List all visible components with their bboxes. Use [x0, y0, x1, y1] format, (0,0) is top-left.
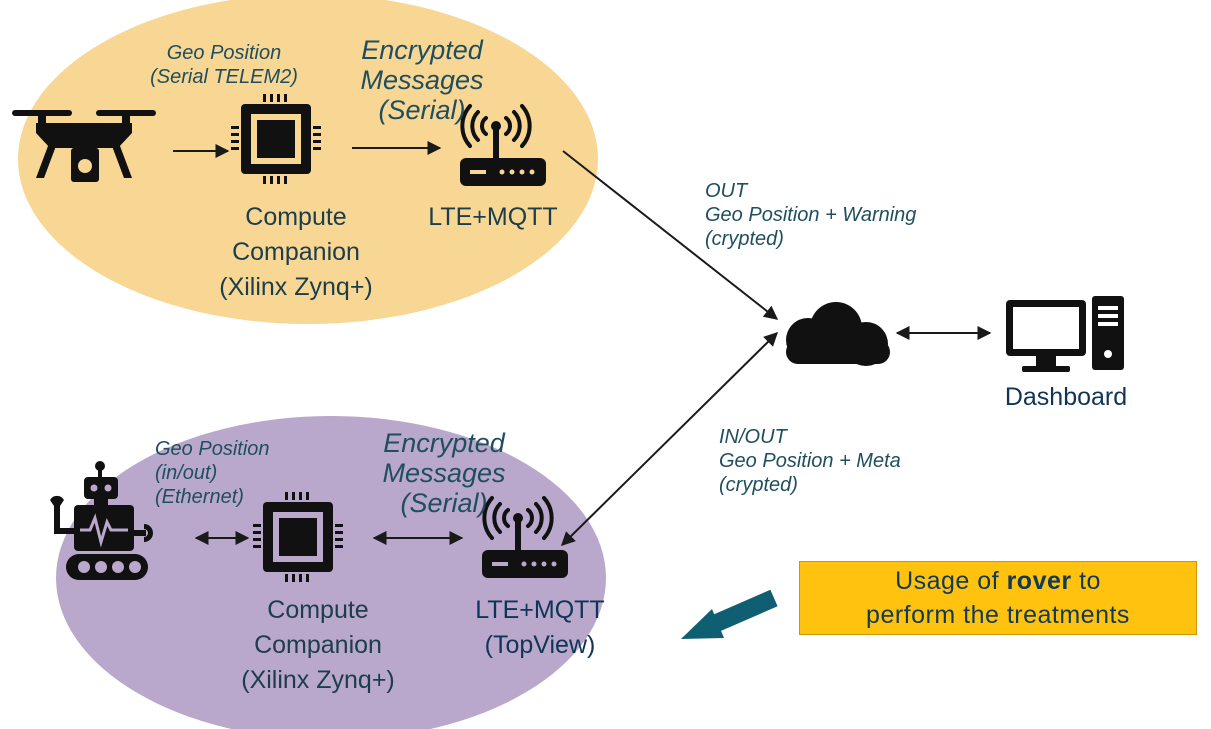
- bottom-geo-position-label: Geo Position (in/out) (Ethernet): [155, 437, 270, 509]
- top-encrypted-line-2: Messages: [360, 65, 484, 95]
- top-lte-line-1: LTE+MQTT: [428, 203, 558, 231]
- rover-system-ellipse: [56, 416, 606, 729]
- top-companion-line-2: Companion: [232, 238, 360, 266]
- computer-icon: [1006, 296, 1124, 372]
- top-companion-line-1: Compute: [245, 203, 347, 231]
- top-encrypted-label: Encrypted Messages (Serial): [360, 35, 483, 125]
- bottom-companion-line-3: (Xilinx Zynq+): [241, 666, 395, 694]
- note-bold-word: rover: [1006, 567, 1072, 595]
- bottom-geo-line-3: (Ethernet): [155, 486, 244, 508]
- dashboard-text: Dashboard: [1004, 383, 1128, 411]
- top-geo-line-2: (Serial TELEM2): [150, 66, 298, 88]
- chip-icon: [231, 94, 321, 184]
- note-prefix: Usage of: [895, 567, 1007, 595]
- bottom-encrypted-line-2: Messages: [382, 458, 506, 488]
- bottom-geo-line-2: (in/out): [155, 462, 218, 484]
- bottom-lte-line-1: LTE+MQTT: [475, 596, 605, 624]
- inout-line-3: (crypted): [719, 474, 798, 496]
- inout-line-2: Geo Position + Meta: [719, 450, 901, 472]
- top-encrypted-line-3: (Serial): [378, 95, 466, 125]
- robot-icon: [50, 461, 153, 580]
- arrow-icon: [681, 589, 778, 639]
- rover-cloud-arrow: [561, 332, 778, 546]
- top-geo-position-label: Geo Position (Serial TELEM2): [150, 41, 298, 89]
- inout-link-label: IN/OUT Geo Position + Meta (crypted): [719, 425, 901, 497]
- drone-icon: [12, 110, 156, 182]
- bottom-lte-line-2: (TopView): [484, 631, 596, 659]
- router-icon: [460, 104, 546, 186]
- note-line-1: Usage of rover to: [800, 567, 1196, 596]
- top-geo-line-1: Geo Position: [166, 42, 282, 64]
- note-suffix: to: [1071, 567, 1101, 595]
- dashboard-label: Dashboard: [1005, 380, 1127, 415]
- cloud-icon: [786, 302, 890, 366]
- out-link-label: OUT Geo Position + Warning (crypted): [705, 179, 916, 251]
- lte-to-cloud-arrow: [562, 150, 779, 320]
- out-line-3: (crypted): [705, 228, 784, 250]
- top-companion-line-3: (Xilinx Zynq+): [219, 273, 373, 301]
- router-icon: [482, 496, 568, 578]
- bottom-companion-label: Compute Companion (Xilinx Zynq+): [241, 593, 395, 698]
- bottom-companion-line-1: Compute: [267, 596, 369, 624]
- bottom-companion-line-2: Companion: [254, 631, 382, 659]
- top-companion-label: Compute Companion (Xilinx Zynq+): [219, 200, 373, 305]
- chip-icon: [253, 492, 343, 582]
- note-line-2: perform the treatments: [866, 601, 1130, 629]
- top-lte-label: LTE+MQTT: [428, 200, 557, 235]
- inout-line-1: IN/OUT: [719, 426, 787, 448]
- top-encrypted-line-1: Encrypted: [361, 35, 483, 65]
- bottom-lte-label: LTE+MQTT (TopView): [475, 593, 604, 663]
- bottom-geo-line-1: Geo Position: [155, 438, 270, 460]
- bottom-encrypted-line-3: (Serial): [400, 488, 488, 518]
- rover-usage-note: Usage of rover to perform the treatments: [799, 561, 1197, 635]
- out-line-1: OUT: [705, 180, 748, 202]
- bottom-encrypted-line-1: Encrypted: [383, 428, 505, 458]
- bottom-encrypted-label: Encrypted Messages (Serial): [382, 428, 505, 518]
- out-line-2: Geo Position + Warning: [705, 204, 917, 226]
